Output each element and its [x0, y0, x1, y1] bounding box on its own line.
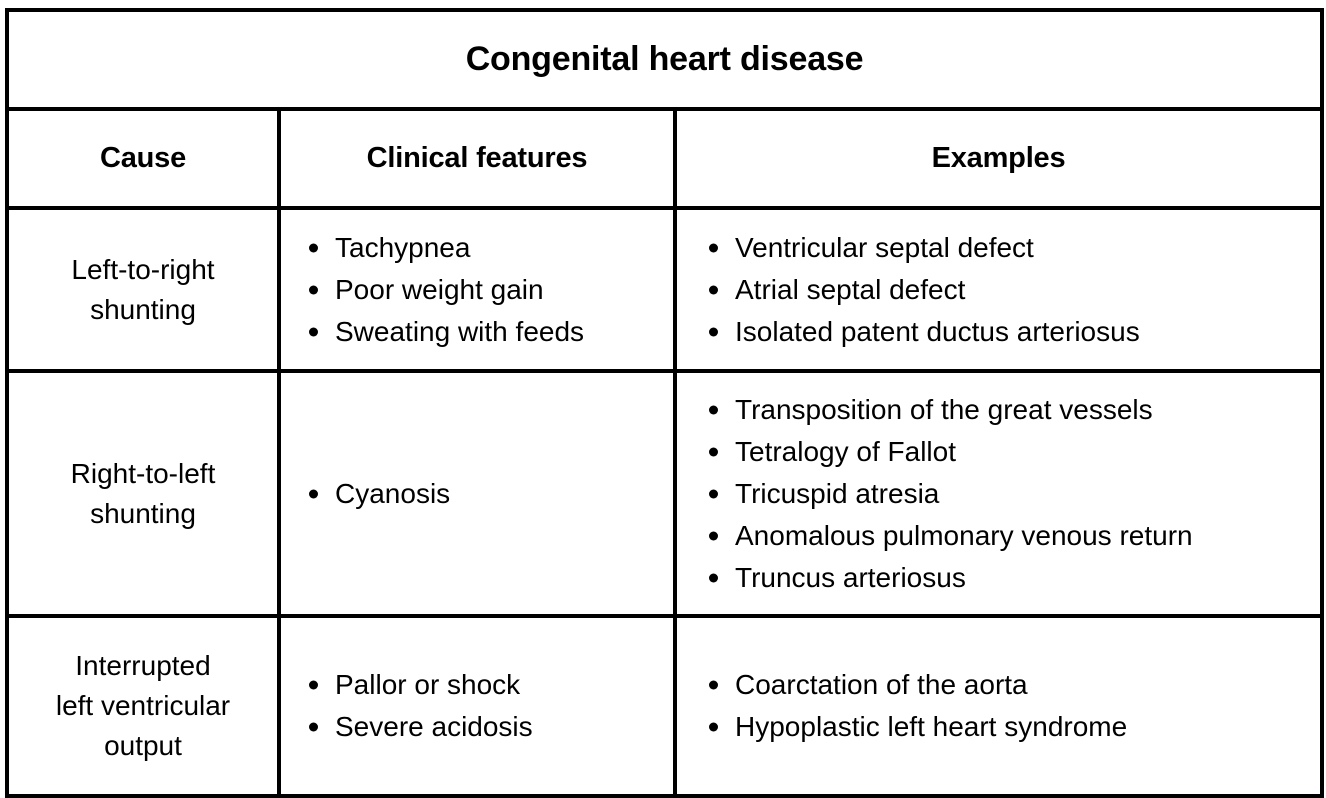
list-item: Pallor or shock — [307, 664, 667, 706]
cell-cause-left-to-right: Left-to-right shunting — [5, 206, 281, 373]
cause-line: Right-to-left — [70, 457, 216, 489]
cell-examples-left-to-right: Ventricular septal defect Atrial septal … — [672, 206, 1325, 373]
column-header-clinical-features: Clinical features — [277, 107, 677, 210]
list-item: Cyanosis — [307, 473, 667, 515]
feature-list: Tachypnea Poor weight gain Sweating with… — [281, 227, 673, 353]
list-item: Truncus arteriosus — [707, 557, 1314, 599]
cell-cause-interrupted-lv-output: Interrupted left ventricular output — [5, 614, 281, 798]
list-item: Isolated patent ductus arteriosus — [707, 311, 1314, 353]
table-row: Interrupted left ventricular output Pall… — [5, 614, 1325, 798]
cell-examples-right-to-left: Transposition of the great vessels Tetra… — [672, 369, 1325, 618]
column-header-examples: Examples — [672, 107, 1325, 210]
cell-features-right-to-left: Cyanosis — [277, 369, 677, 618]
list-item: Ventricular septal defect — [707, 227, 1314, 269]
cell-features-left-to-right: Tachypnea Poor weight gain Sweating with… — [277, 206, 677, 373]
list-item: Sweating with feeds — [307, 311, 667, 353]
cause-line: left ventricular — [55, 690, 231, 722]
list-item: Anomalous pulmonary venous return — [707, 515, 1314, 557]
table-row: Left-to-right shunting Tachypnea Poor we… — [5, 206, 1325, 373]
congenital-heart-disease-table-container: Congenital heart disease Cause Clinical … — [4, 8, 1325, 798]
cell-features-interrupted-lv-output: Pallor or shock Severe acidosis — [277, 614, 677, 798]
example-list: Transposition of the great vessels Tetra… — [677, 389, 1320, 599]
example-list: Ventricular septal defect Atrial septal … — [677, 227, 1320, 353]
table-title-row: Congenital heart disease — [4, 8, 1325, 111]
cause-line: shunting — [90, 293, 196, 325]
table-title: Congenital heart disease — [4, 8, 1325, 111]
list-item: Transposition of the great vessels — [707, 389, 1314, 431]
example-list: Coarctation of the aorta Hypoplastic lef… — [677, 664, 1320, 748]
list-item: Atrial septal defect — [707, 269, 1314, 311]
cell-examples-interrupted-lv-output: Coarctation of the aorta Hypoplastic lef… — [672, 614, 1325, 798]
column-header-cause: Cause — [5, 107, 281, 210]
cause-line: shunting — [90, 497, 196, 529]
feature-list: Cyanosis — [281, 473, 673, 515]
list-item: Coarctation of the aorta — [707, 664, 1314, 706]
list-item: Tetralogy of Fallot — [707, 431, 1314, 473]
list-item: Hypoplastic left heart syndrome — [707, 706, 1314, 748]
list-item: Severe acidosis — [307, 706, 667, 748]
list-item: Tachypnea — [307, 227, 667, 269]
congenital-heart-disease-table: Congenital heart disease Cause Clinical … — [4, 8, 1325, 798]
list-item: Tricuspid atresia — [707, 473, 1314, 515]
table-header-row: Cause Clinical features Examples — [5, 107, 1325, 210]
list-item: Poor weight gain — [307, 269, 667, 311]
cell-cause-right-to-left: Right-to-left shunting — [5, 369, 281, 618]
cause-line: Left-to-right — [71, 253, 215, 285]
cause-line: Interrupted — [75, 650, 211, 682]
cause-line: output — [104, 729, 182, 761]
table-row: Right-to-left shunting Cyanosis Transpos… — [5, 369, 1325, 618]
feature-list: Pallor or shock Severe acidosis — [281, 664, 673, 748]
